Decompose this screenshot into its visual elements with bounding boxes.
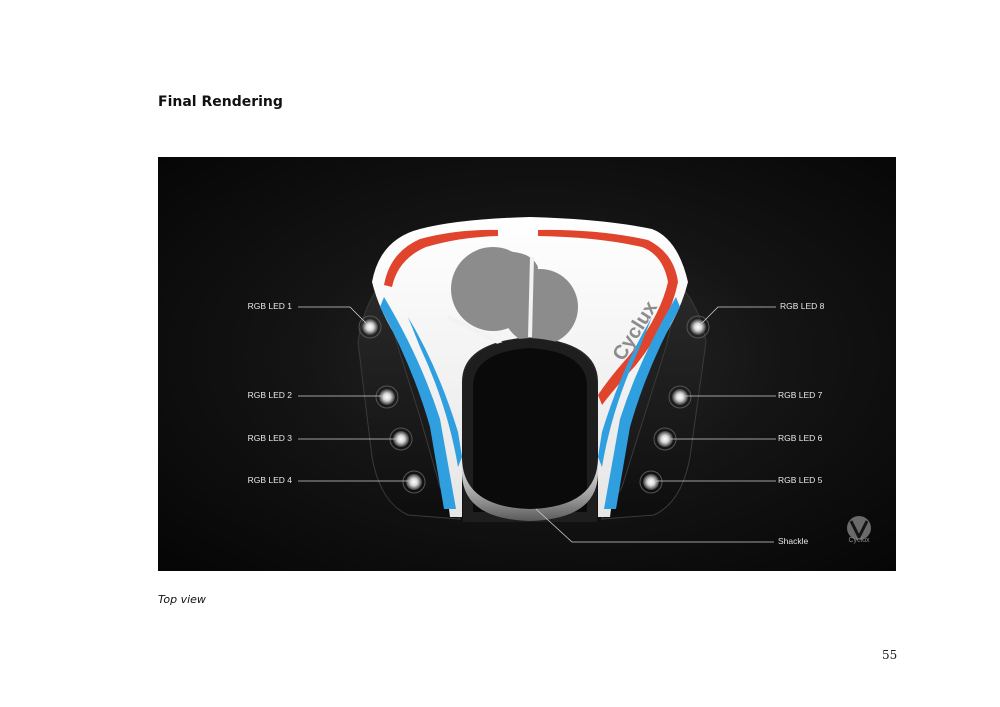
callout-label-led-2: RGB LED 2	[247, 390, 292, 400]
page-heading: Final Rendering	[158, 94, 283, 110]
left-led-housing	[357, 283, 461, 520]
callout-label-led-3: RGB LED 3	[247, 433, 292, 443]
callout-label-led-1: RGB LED 1	[247, 301, 292, 311]
led-5	[639, 470, 663, 494]
callout-line-led-8	[701, 306, 776, 324]
led-7	[668, 385, 692, 409]
brand-logo-mark	[447, 247, 578, 349]
cyclux-watermark-icon	[847, 516, 871, 541]
cyclux-watermark: Cyclux	[838, 509, 880, 544]
right-led-housing	[601, 283, 707, 520]
watermark-name: Cyclux	[848, 537, 870, 544]
callout-label-led-6: RGB LED 6	[778, 433, 823, 443]
callout-line-shackle	[535, 508, 774, 543]
callout-label-led-5: RGB LED 5	[778, 475, 823, 485]
red-stripe-left	[384, 229, 498, 287]
callout-line-led-1	[298, 306, 367, 324]
blue-stripe-right-inner	[598, 317, 652, 467]
blue-stripe-right	[604, 297, 680, 509]
blue-stripe-left	[380, 297, 456, 509]
led-2	[375, 385, 399, 409]
shackle-opening	[463, 337, 597, 522]
callout-label-led-7: RGB LED 7	[778, 390, 823, 400]
callout-label-led-4: RGB LED 4	[247, 475, 292, 485]
figure-caption: Top view	[158, 593, 206, 606]
shackle	[462, 457, 598, 521]
callout-label-led-8: RGB LED 8	[780, 301, 825, 311]
bike-light-rendering: Cyclux	[298, 217, 871, 543]
product-rendering-figure: Cyclux RGB LED	[158, 157, 896, 571]
light-body	[372, 217, 688, 517]
led-4	[402, 470, 426, 494]
blue-stripe-left-inner	[408, 317, 462, 467]
callout-label-shackle: Shackle	[778, 536, 809, 546]
page-number: 55	[882, 648, 898, 662]
